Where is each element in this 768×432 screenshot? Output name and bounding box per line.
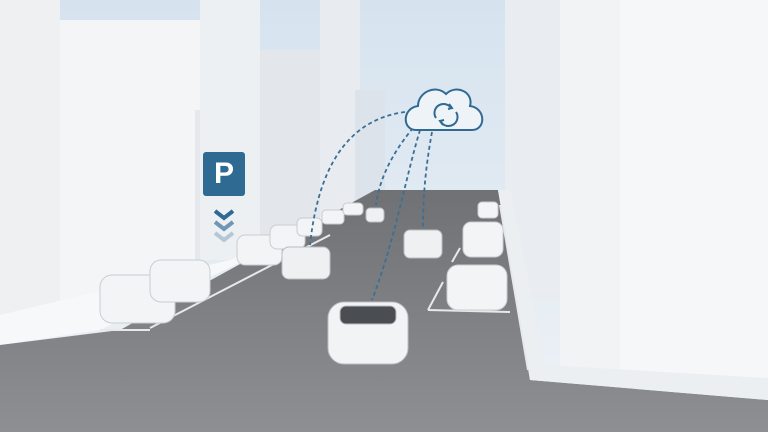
connection-lines [309,111,433,301]
sidewalk-right [498,190,768,400]
moving-cars [281,207,443,365]
cloud-sync-icon [404,88,484,131]
buildings-left [0,0,385,330]
parked-cars-left [99,202,364,324]
parked-cars-right [446,201,508,311]
chevron-down-icon [213,209,235,243]
parking-sign: P [203,152,245,196]
buildings-right [505,0,768,400]
